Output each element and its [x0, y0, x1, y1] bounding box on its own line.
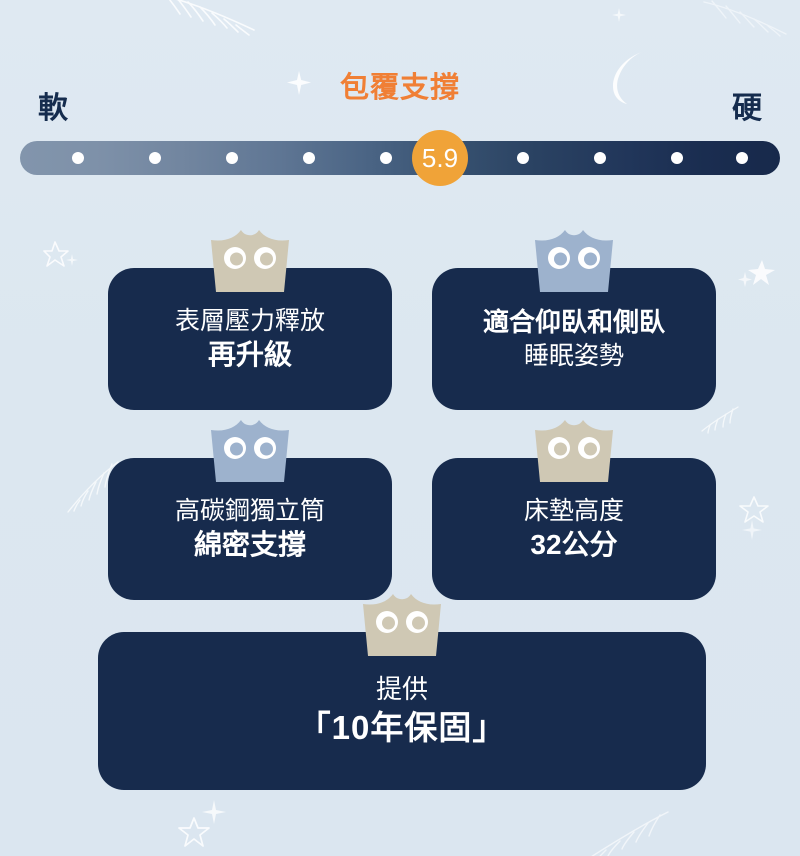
- feather-top-right-icon: [700, 0, 790, 40]
- firmness-value-badge[interactable]: 5.9: [412, 130, 468, 186]
- star-right-upper-icon: [738, 258, 776, 292]
- feature-card-mattress-height[interactable]: 床墊高度 32公分: [432, 420, 716, 600]
- scale-title: 包覆支撐: [339, 72, 460, 104]
- card-line-1: 提供: [375, 674, 428, 705]
- feather-right-middle-icon: [700, 405, 742, 437]
- scale-firm-label: 硬: [732, 92, 762, 125]
- feature-card-pocket-spring[interactable]: 高碳鋼獨立筒 綿密支撐: [108, 420, 392, 600]
- card-line-2: 32公分: [530, 529, 618, 561]
- star-bottom-right-icon: [742, 520, 762, 540]
- slider-tick-3: [226, 152, 238, 164]
- card-line-2: 「10年保固」: [297, 708, 507, 746]
- card-line-2: 綿密支撐: [193, 529, 306, 561]
- card-line-1: 床墊高度: [523, 497, 624, 526]
- feature-card-pressure-relief[interactable]: 表層壓力釋放 再升級: [108, 230, 392, 410]
- card-line-1: 表層壓力釋放: [174, 307, 325, 336]
- slider-tick-7: [594, 152, 606, 164]
- star-bottom-left-icon: [178, 800, 232, 850]
- firmness-slider-track[interactable]: [20, 141, 780, 175]
- slider-tick-5: [380, 152, 392, 164]
- feature-card-warranty[interactable]: 提供 「10年保固」: [98, 594, 706, 790]
- slider-tick-2: [149, 152, 161, 164]
- owl-icon: [529, 420, 619, 492]
- owl-icon: [357, 594, 447, 666]
- owl-icon: [529, 230, 619, 302]
- feather-top-left-icon: [150, 0, 260, 42]
- slider-tick-6: [517, 152, 529, 164]
- card-line-1: 適合仰臥和側臥: [482, 307, 665, 338]
- card-line-2: 再升級: [207, 339, 292, 371]
- card-line-2: 睡眠姿勢: [523, 341, 624, 370]
- owl-icon: [205, 420, 295, 492]
- card-line-1: 高碳鋼獨立筒: [174, 497, 325, 526]
- slider-tick-8: [671, 152, 683, 164]
- owl-icon: [205, 230, 295, 302]
- slider-tick-9: [736, 152, 748, 164]
- star-right-lower-icon: [739, 495, 774, 527]
- feather-bottom-right-icon: [574, 810, 674, 856]
- star-left-upper-icon: [43, 240, 78, 270]
- scale-soft-label: 軟: [38, 92, 68, 125]
- firmness-slider[interactable]: [20, 141, 780, 175]
- slider-tick-4: [303, 152, 315, 164]
- slider-tick-1: [72, 152, 84, 164]
- feature-card-sleep-position[interactable]: 適合仰臥和側臥 睡眠姿勢: [432, 230, 716, 410]
- star-top-center-icon: [612, 8, 626, 22]
